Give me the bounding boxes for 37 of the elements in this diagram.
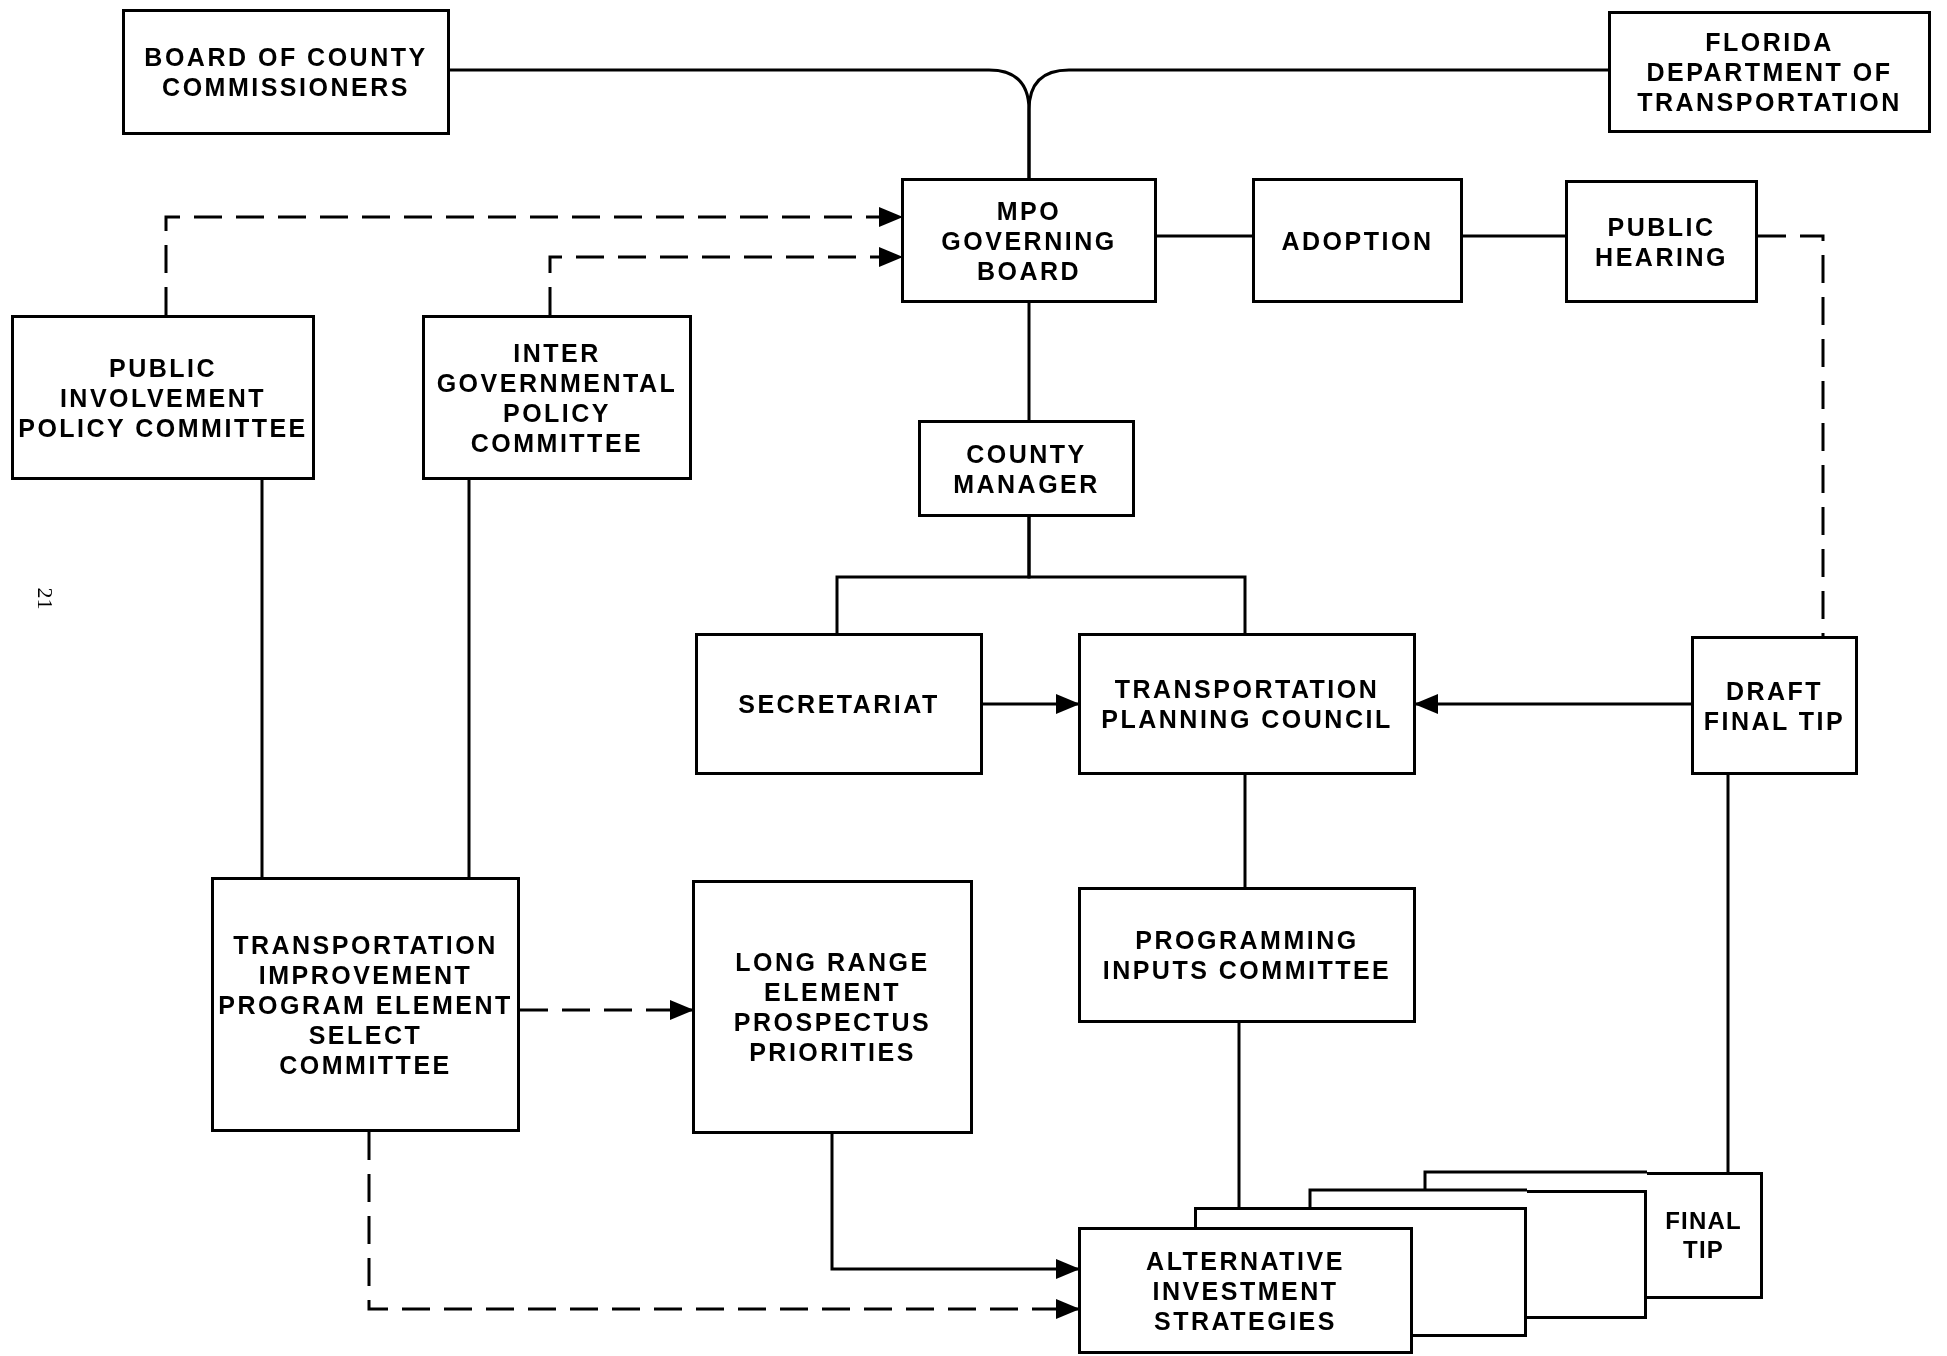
dashed-connector	[367, 1132, 1080, 1319]
dashed-connector	[1758, 234, 1825, 636]
page-number: 21	[31, 587, 59, 610]
stacked-box	[1527, 1190, 1647, 1319]
org-box: MPO GOVERNING BOARD	[901, 178, 1157, 303]
org-box: ALTERNATIVE INVESTMENT STRATEGIES	[1078, 1227, 1413, 1354]
org-box: BOARD OF COUNTY COMMISSIONERS	[122, 9, 450, 135]
connector	[467, 480, 471, 877]
connector	[1243, 775, 1247, 887]
dashed-connector	[548, 247, 903, 315]
connector	[1463, 234, 1565, 238]
org-box: LONG RANGE ELEMENT PROSPECTUS PRIORITIES	[692, 880, 973, 1134]
org-box: ADOPTION	[1252, 178, 1463, 303]
connector	[1726, 775, 1730, 1172]
connector	[1027, 517, 1247, 633]
connector	[260, 480, 264, 877]
org-box: PUBLIC INVOLVEMENT POLICY COMMITTEE	[11, 315, 315, 480]
org-box: TRANSPORTATION PLANNING COUNCIL	[1078, 633, 1416, 775]
org-box: INTER GOVERNMENTAL POLICY COMMITTEE	[422, 315, 692, 480]
connector	[1027, 68, 1608, 178]
org-box: TRANSPORTATION IMPROVEMENT PROGRAM ELEMENT SELECT COMMITTEE	[211, 877, 520, 1132]
connector	[983, 694, 1080, 714]
connector	[830, 1134, 1080, 1279]
org-box: COUNTY MANAGER	[918, 420, 1135, 517]
connector	[1157, 234, 1252, 238]
stacked-box	[1194, 1207, 1527, 1227]
org-box: SECRETARIAT	[695, 633, 983, 775]
dashed-connector	[520, 1000, 694, 1020]
org-box: FLORIDA DEPARTMENT OF TRANSPORTATION	[1608, 11, 1931, 133]
connector	[1237, 1023, 1241, 1207]
org-box: DRAFT FINAL TIP	[1691, 636, 1858, 775]
connector	[1414, 694, 1691, 714]
dashed-connector	[164, 207, 903, 315]
org-box: PROGRAMMING INPUTS COMMITTEE	[1078, 887, 1416, 1023]
stacked-box: FINAL TIP	[1647, 1172, 1763, 1299]
connector	[1027, 303, 1031, 420]
org-box: PUBLIC HEARING	[1565, 180, 1758, 303]
